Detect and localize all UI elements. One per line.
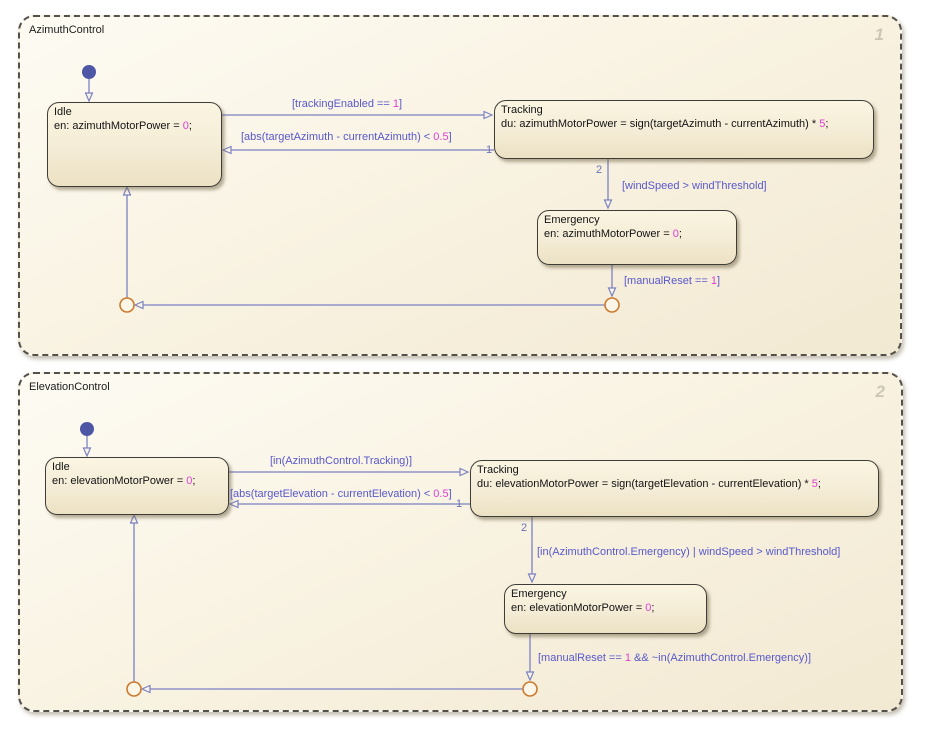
execution-order-badge: 1 <box>874 25 884 44</box>
transition-label-tracking-to-idle[interactable]: [abs(targetAzimuth - currentAzimuth) < 0… <box>241 131 452 143</box>
azimuth-wires <box>82 65 620 313</box>
transition-junction-to-junction[interactable] <box>133 300 605 310</box>
default-transition[interactable] <box>80 422 94 458</box>
arrowhead-down-icon <box>82 447 92 458</box>
arrowhead-down-icon <box>84 92 94 103</box>
arrowhead-down-icon <box>607 287 617 298</box>
history-junction-left[interactable] <box>126 681 142 697</box>
arrowhead-left-icon <box>133 300 144 310</box>
state-title: Idle <box>54 106 72 118</box>
transition-tracking-to-emergency[interactable] <box>527 517 537 584</box>
transition-tracking-to-emergency[interactable] <box>603 159 613 210</box>
state-idle[interactable]: Idle en: elevationMotorPower = 0; <box>45 457 229 515</box>
arrowhead-left-icon <box>140 684 151 694</box>
state-action: en: elevationMotorPower = 0; <box>511 602 655 614</box>
transition-label-emergency-to-idle[interactable]: [manualReset == 1] <box>624 275 721 287</box>
default-transition-dot[interactable] <box>80 422 94 436</box>
state-tracking[interactable]: Tracking du: azimuthMotorPower = sign(ta… <box>494 100 874 159</box>
state-name-label: AzimuthControl <box>29 24 105 36</box>
state-action: du: elevationMotorPower = sign(targetEle… <box>477 478 821 490</box>
state-name-label: ElevationControl <box>29 381 110 393</box>
state-title: Tracking <box>501 104 543 116</box>
arrowhead-left-icon <box>228 499 239 509</box>
state-elevation-control[interactable]: ElevationControl 2 Idle en: elevationMot… <box>18 372 903 712</box>
arrowhead-right-icon <box>483 110 494 120</box>
transition-label-emergency-to-idle[interactable]: [manualReset == 1 && ~in(AzimuthControl.… <box>538 652 812 664</box>
transition-label-tracking-to-emergency[interactable]: [in(AzimuthControl.Emergency) | windSpee… <box>537 546 841 558</box>
default-transition[interactable] <box>82 65 96 103</box>
transition-idle-to-tracking[interactable] <box>222 110 494 120</box>
arrowhead-up-icon <box>129 513 139 524</box>
transition-tracking-to-idle[interactable] <box>228 499 470 509</box>
state-title: Tracking <box>477 464 519 476</box>
state-emergency[interactable]: Emergency en: elevationMotorPower = 0; <box>504 584 707 634</box>
transition-label-tracking-to-idle[interactable]: [abs(targetElevation - currentElevation)… <box>230 488 452 500</box>
elevation-wires <box>80 422 538 697</box>
arrowhead-down-icon <box>525 671 535 682</box>
transition-junction-to-idle[interactable] <box>122 185 132 298</box>
transition-priority: 2 <box>596 164 603 176</box>
transition-tracking-to-idle[interactable] <box>221 145 494 155</box>
arrowhead-right-icon <box>459 467 470 477</box>
transition-label-idle-to-tracking[interactable]: [in(AzimuthControl.Tracking)] <box>270 455 413 467</box>
history-junction-right[interactable] <box>604 297 620 313</box>
execution-order-badge: 2 <box>875 382 885 401</box>
arrowhead-up-icon <box>122 185 132 196</box>
state-title: Emergency <box>544 214 600 226</box>
transition-emergency-to-junction[interactable] <box>525 634 535 682</box>
history-junction-right[interactable] <box>522 681 538 697</box>
transition-priority: 1 <box>486 144 493 156</box>
transition-junction-to-junction[interactable] <box>140 684 523 694</box>
state-tracking[interactable]: Tracking du: elevationMotorPower = sign(… <box>470 460 879 517</box>
transition-junction-to-idle[interactable] <box>129 513 139 682</box>
state-action: en: azimuthMotorPower = 0; <box>544 228 682 240</box>
transition-emergency-to-junction[interactable] <box>607 265 617 298</box>
state-title: Emergency <box>511 588 567 600</box>
arrowhead-down-icon <box>603 199 613 210</box>
state-azimuth-control[interactable]: AzimuthControl 1 Idle en: azimuthMotorPo… <box>18 15 902 356</box>
state-idle[interactable]: Idle en: azimuthMotorPower = 0; <box>47 102 222 187</box>
arrowhead-left-icon <box>221 145 232 155</box>
transition-priority: 2 <box>521 522 528 534</box>
state-action: en: elevationMotorPower = 0; <box>52 475 196 487</box>
state-title: Idle <box>52 461 70 473</box>
history-junction-left[interactable] <box>119 297 135 313</box>
arrowhead-down-icon <box>527 573 537 584</box>
transition-idle-to-tracking[interactable] <box>229 467 470 477</box>
transition-label-idle-to-tracking[interactable]: [trackingEnabled == 1] <box>292 98 403 110</box>
default-transition-dot[interactable] <box>82 65 96 79</box>
transition-label-tracking-to-emergency[interactable]: [windSpeed > windThreshold] <box>622 180 767 192</box>
state-action: du: azimuthMotorPower = sign(targetAzimu… <box>501 118 829 130</box>
state-action: en: azimuthMotorPower = 0; <box>54 120 192 132</box>
transition-priority: 1 <box>456 498 463 510</box>
state-emergency[interactable]: Emergency en: azimuthMotorPower = 0; <box>537 210 737 265</box>
